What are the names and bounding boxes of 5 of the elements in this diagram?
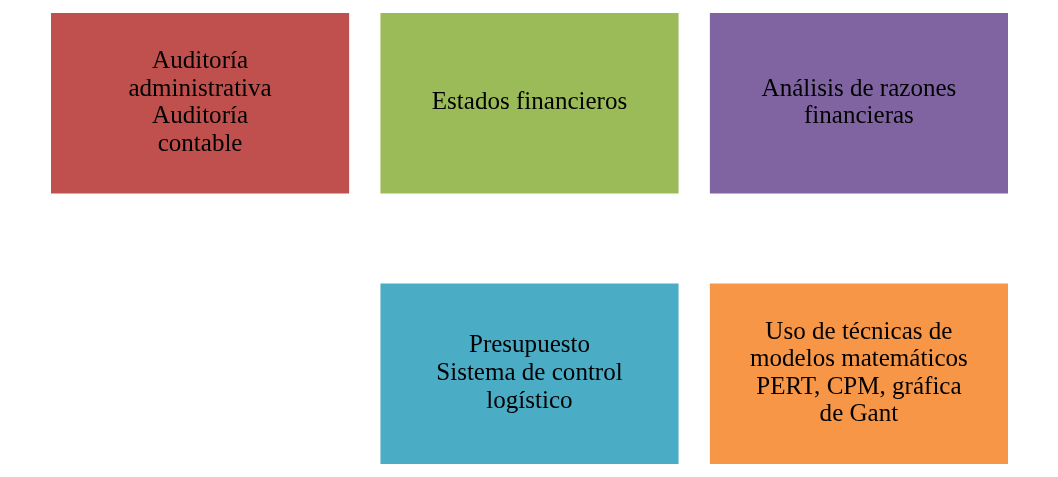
- node-box: Análisis de razones financieras: [709, 13, 1008, 194]
- node-box: Presupuesto Sistema de control logístico: [379, 283, 679, 464]
- node-box: Uso de técnicas de modelos matemáticos PERT, CPM, gráfica de Gant: [709, 283, 1008, 464]
- node-box: Auditoría administrativa Auditoría contable: [50, 13, 349, 194]
- node-box: Estados financieros: [379, 13, 679, 194]
